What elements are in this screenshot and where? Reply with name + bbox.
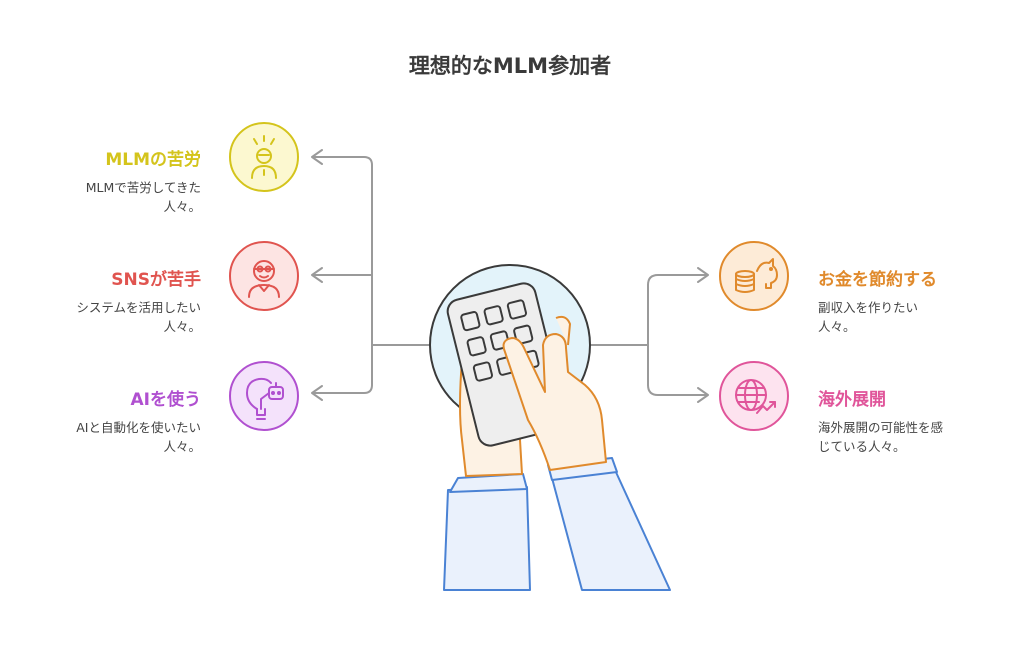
item-heading: お金を節約する: [818, 270, 937, 290]
arrow-head-5: [697, 387, 709, 403]
item-description: MLMで苦労してきた 人々。: [85, 180, 201, 214]
item-description: 海外展開の可能性を感 じている人々。: [818, 420, 944, 454]
connector-line-1: [313, 156, 373, 166]
connector-line-3: [313, 384, 373, 394]
item-heading: 海外展開: [818, 390, 886, 410]
item-description: 副収入を作りたい 人々。: [818, 300, 919, 334]
stressed-person-icon: [229, 122, 299, 192]
lightbulb-robot-icon: [229, 361, 299, 431]
item-description: システムを活用したい 人々。: [76, 300, 201, 334]
arrow-head-3: [311, 385, 323, 401]
masked-person-icon: [229, 241, 299, 311]
item-heading: SNSが苦手: [111, 270, 201, 290]
arrow-head-2: [311, 267, 323, 283]
arrow-head-4: [697, 267, 709, 283]
item-heading: AIを使う: [130, 390, 201, 410]
arrow-head-1: [311, 149, 323, 165]
item-description: AIと自動化を使いたい 人々。: [76, 420, 201, 454]
piggy-bank-coins-icon: [719, 241, 789, 311]
connector-line-5: [647, 384, 707, 396]
connector-line-4: [647, 274, 707, 286]
item-heading: MLMの苦労: [105, 150, 201, 170]
globe-growth-icon: [719, 361, 789, 431]
hands-calculator-icon: [429, 264, 671, 591]
page-title: 理想的なMLM参加者: [408, 54, 612, 78]
